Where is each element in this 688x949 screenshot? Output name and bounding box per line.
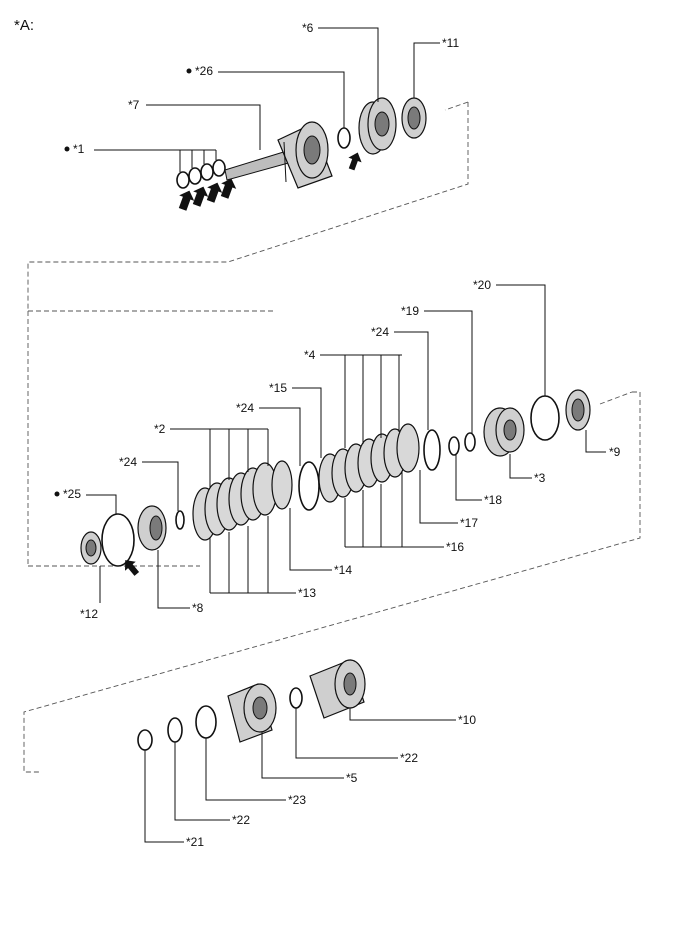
callout-6: *6: [302, 21, 314, 35]
callout-1: *1: [73, 142, 85, 156]
callout-21: *21: [186, 835, 204, 849]
callout-15: *15: [269, 381, 287, 395]
bullet-dot: [64, 146, 70, 152]
part-drum-5: [227, 683, 277, 743]
part-ring-26: [337, 127, 351, 149]
part-washer-18: [448, 436, 460, 456]
part-input-shaft-drum: [224, 121, 333, 189]
callout-24-mid: *24: [236, 401, 254, 415]
part-washer-22-left: [167, 717, 183, 743]
part-washer-22-right: [289, 687, 303, 709]
callout-13: *13: [298, 586, 316, 600]
part-seal-rings: [176, 159, 226, 189]
callout-3: *3: [534, 471, 546, 485]
callout-26: *26: [195, 64, 213, 78]
callout-24-left: *24: [119, 455, 137, 469]
bullet-dot: [186, 68, 192, 74]
group-outlines: [23, 101, 641, 773]
part-washer-19: [464, 432, 476, 452]
part-snapring-15: [298, 461, 320, 511]
callout-4: *4: [304, 348, 316, 362]
callout-23: *23: [288, 793, 306, 807]
part-piston-8: [137, 505, 167, 551]
callout-11: *11: [442, 36, 459, 50]
part-gear-6: [358, 97, 397, 155]
part-bearing-12: [80, 531, 102, 565]
callout-14: *14: [334, 563, 352, 577]
part-clutch-pack-4-16: [318, 423, 420, 503]
callout-7: *7: [128, 98, 140, 112]
callout-12: *12: [80, 607, 98, 621]
part-washer-21: [137, 729, 153, 751]
callout-22-left: *22: [232, 813, 250, 827]
callout-24-top: *24: [371, 325, 389, 339]
callout-19: *19: [401, 304, 419, 318]
callout-22-right: *22: [400, 751, 418, 765]
callout-2: *2: [154, 422, 166, 436]
bullet-dot: [54, 491, 60, 497]
callout-25: *25: [63, 487, 81, 501]
part-ring-20: [530, 395, 560, 441]
part-oring-25: [101, 513, 135, 567]
part-ring-23: [195, 705, 217, 739]
callout-20: *20: [473, 278, 491, 292]
callout-18: *18: [484, 493, 502, 507]
callout-5: *5: [346, 771, 358, 785]
arrow-icons: [124, 152, 362, 576]
leader-lines: [86, 27, 606, 843]
part-hub-3: [483, 407, 525, 457]
callout-9: *9: [609, 445, 621, 459]
part-snapring-24-left: [175, 510, 185, 530]
part-bearing-11: [401, 97, 427, 139]
part-clutch-pack-2-13: [192, 460, 293, 541]
part-gear-10: [309, 659, 366, 719]
part-snapring-17: [423, 429, 441, 471]
callout-16: *16: [446, 540, 464, 554]
callout-17: *17: [460, 516, 478, 530]
part-bearing-9: [565, 389, 591, 431]
callout-10: *10: [458, 713, 476, 727]
callout-labels: *1 *26 *7 *6 *11 *20 *19 *24 *4 *15 *24 …: [54, 21, 621, 849]
view-title: *A:: [14, 17, 34, 34]
callout-8: *8: [192, 601, 204, 615]
